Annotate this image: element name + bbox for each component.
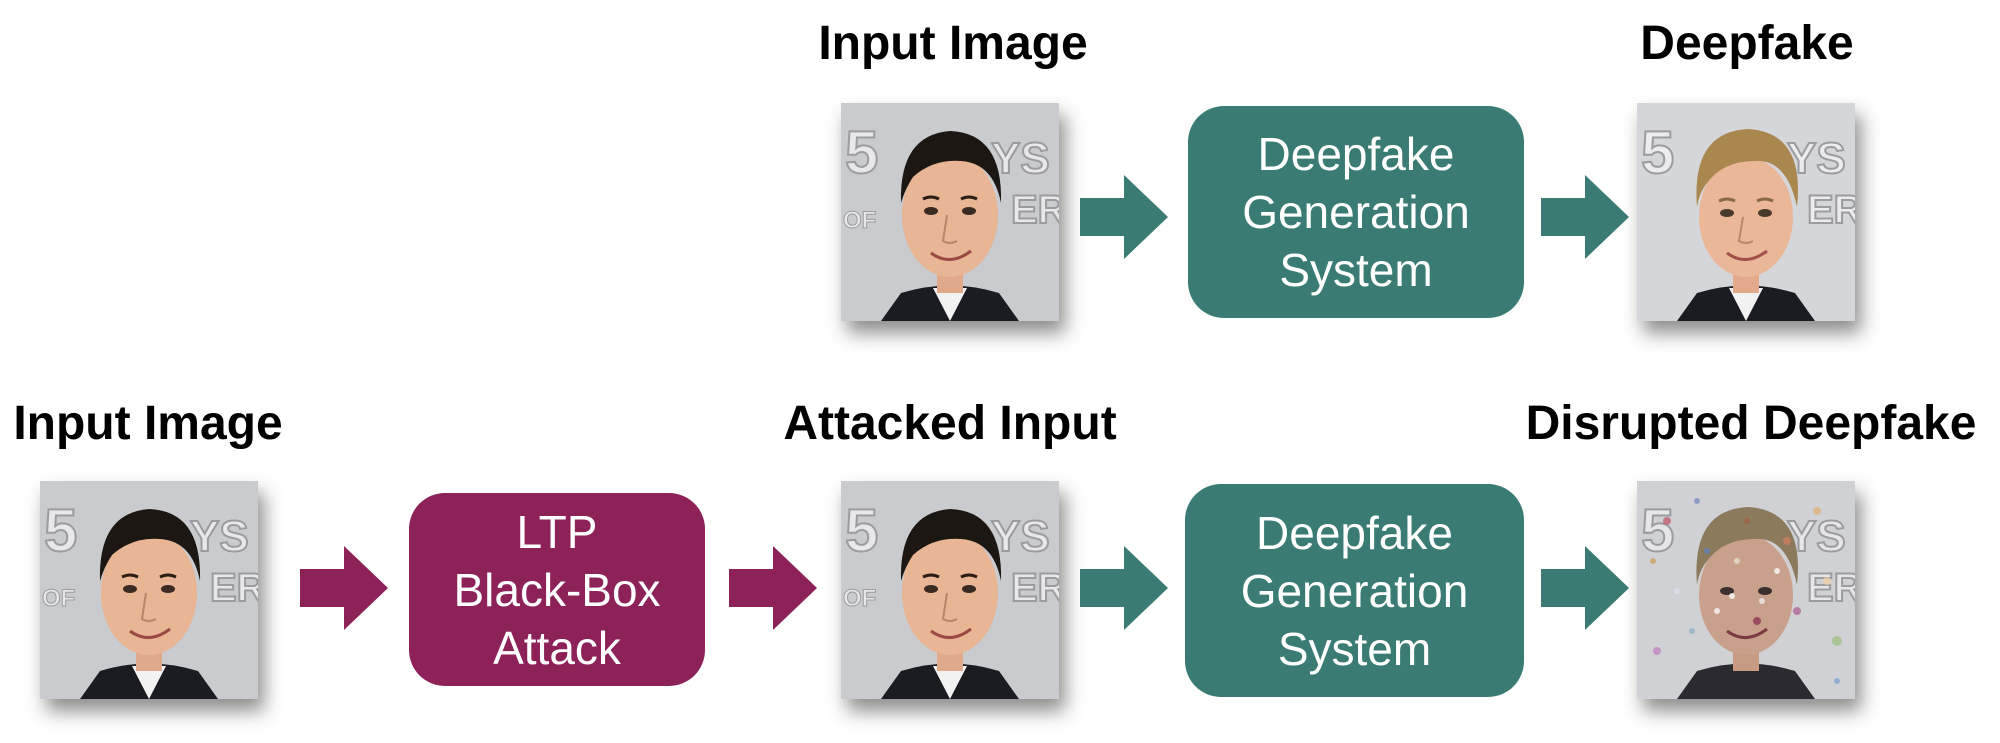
- top-deepfake-photo: [1637, 103, 1855, 321]
- right-arrow-icon: [1541, 546, 1629, 630]
- bottom-arrow-3: [1080, 546, 1168, 630]
- bottom-generator-line3: System: [1277, 622, 1432, 675]
- bottom-output-label: Disrupted Deepfake: [1525, 397, 1977, 450]
- bottom-input-photo: [40, 481, 258, 699]
- top-generator-line1: Deepfake: [1257, 128, 1455, 180]
- bottom-input-label: Input Image: [13, 397, 283, 450]
- disrupted-deepfake-photo: [1637, 481, 1855, 699]
- attacked-input-photo: [841, 481, 1059, 699]
- top-generator-line3: System: [1279, 244, 1433, 296]
- attack-line1: LTP: [516, 505, 598, 558]
- attack-line3: Attack: [493, 621, 621, 674]
- right-arrow-icon: [1080, 546, 1168, 630]
- top-input-label: Input Image: [818, 17, 1088, 70]
- right-arrow-icon: [729, 546, 817, 630]
- bottom-arrow-1: [300, 546, 388, 630]
- face-photo-icon: [841, 481, 1059, 699]
- face-photo-icon: [1637, 481, 1855, 699]
- attack-box: LTP Black-Box Attack: [409, 493, 705, 686]
- bottom-generator-box: Deepfake Generation System: [1185, 484, 1524, 697]
- right-arrow-icon: [300, 546, 388, 630]
- bottom-generator-line1: Deepfake: [1256, 506, 1453, 559]
- face-photo-icon: [1637, 103, 1855, 321]
- top-generator-line2: Generation: [1242, 186, 1470, 238]
- face-photo-icon: [40, 481, 258, 699]
- bottom-arrow-2: [729, 546, 817, 630]
- attack-line2: Black-Box: [453, 563, 661, 616]
- right-arrow-icon: [1080, 175, 1168, 259]
- top-arrow-1: [1080, 175, 1168, 259]
- top-input-photo: [841, 103, 1059, 321]
- top-output-label: Deepfake: [1640, 17, 1854, 70]
- bottom-generator-line2: Generation: [1240, 564, 1469, 617]
- right-arrow-icon: [1541, 175, 1629, 259]
- bottom-attacked-label: Attacked Input: [783, 397, 1117, 450]
- face-photo-icon: [841, 103, 1059, 321]
- top-arrow-2: [1541, 175, 1629, 259]
- top-generator-box: Deepfake Generation System: [1188, 106, 1524, 318]
- bottom-arrow-4: [1541, 546, 1629, 630]
